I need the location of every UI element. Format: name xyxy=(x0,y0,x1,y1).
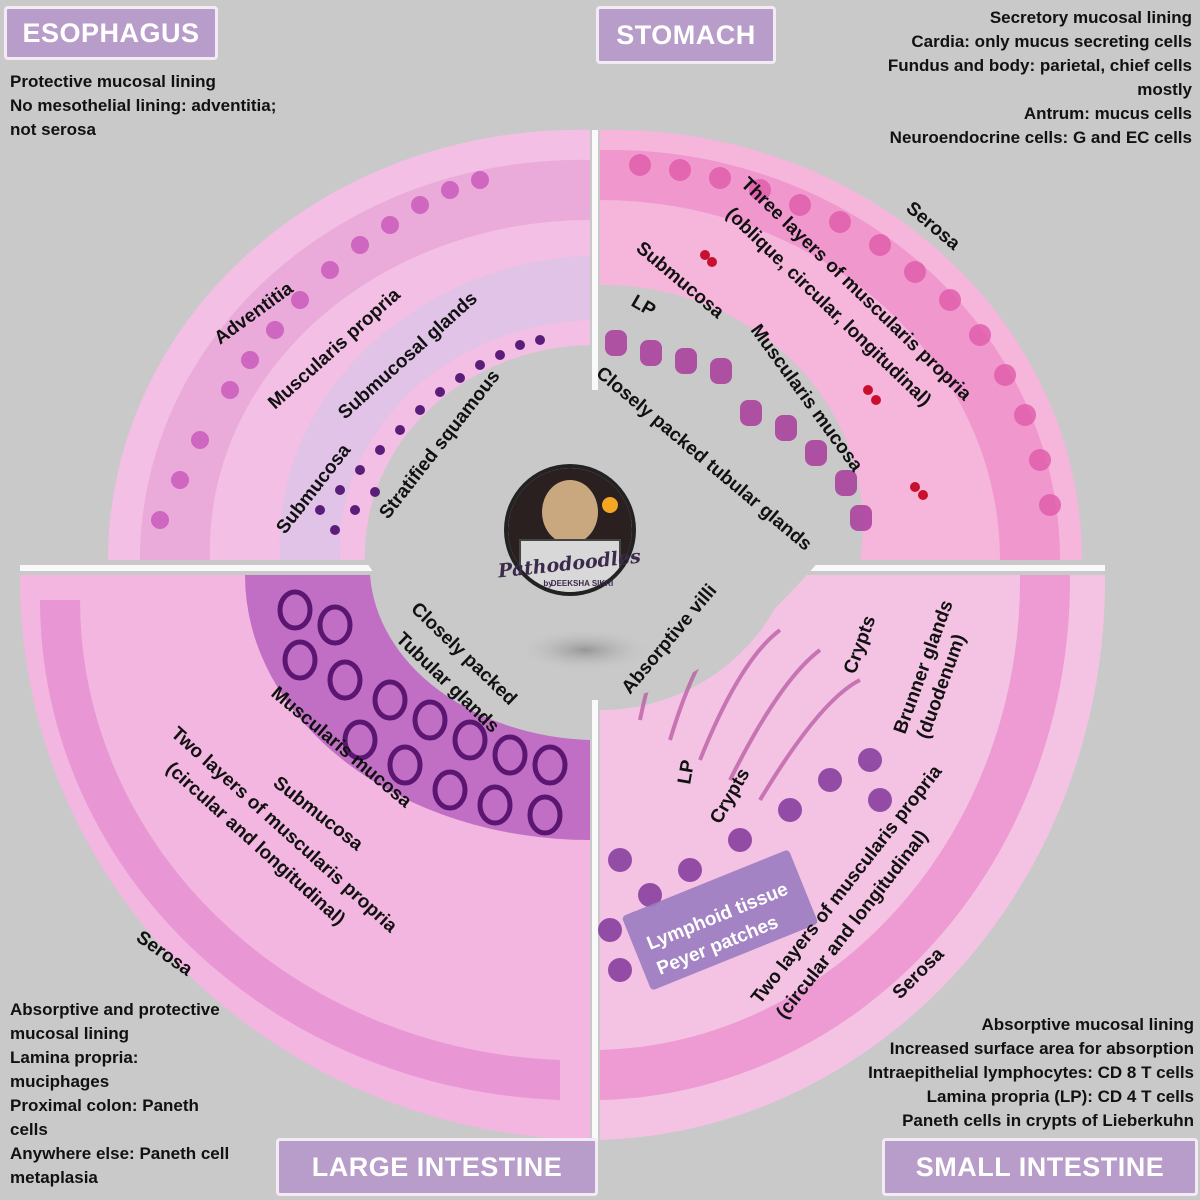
title-small-intestine: SMALL INTESTINE xyxy=(882,1138,1198,1196)
note-line: Antrum: mucus cells xyxy=(1023,104,1192,123)
notes-small-intestine: Absorptive mucosal lining Increased surf… xyxy=(868,1013,1194,1133)
note-line: metaplasia xyxy=(10,1168,98,1187)
note-line: mostly xyxy=(1137,80,1192,99)
logo-shadow xyxy=(515,628,655,672)
notes-stomach: Secretory mucosal lining Cardia: only mu… xyxy=(888,6,1192,150)
note-line: mucosal lining xyxy=(10,1024,130,1043)
note-line: Increased surface area for absorption xyxy=(889,1039,1194,1058)
title-stomach: STOMACH xyxy=(596,6,776,64)
note-line: Anywhere else: Paneth cell xyxy=(10,1144,230,1163)
esophagus-tissue xyxy=(107,129,590,561)
note-line: Fundus and body: parietal, chief cells xyxy=(887,56,1192,75)
note-line: Secretory mucosal lining xyxy=(989,8,1192,27)
note-line: No mesothelial lining: adventitia; xyxy=(10,96,277,115)
title-large-intestine: LARGE INTESTINE xyxy=(276,1138,598,1196)
note-line: cells xyxy=(10,1120,48,1139)
note-line: Lamina propria: xyxy=(10,1048,139,1067)
title-esophagus: ESOPHAGUS xyxy=(4,6,218,60)
logo-author: DEEKSHA SIKRI xyxy=(551,579,613,588)
note-line: Paneth cells in crypts of Lieberkuhn xyxy=(902,1111,1194,1130)
note-line: Absorptive mucosal lining xyxy=(981,1015,1194,1034)
note-line: Absorptive and protective xyxy=(10,1000,220,1019)
note-line: muciphages xyxy=(10,1072,110,1091)
label-lp-small: LP xyxy=(674,758,699,786)
small-intestine-tissue xyxy=(598,575,1106,1140)
note-line: Proximal colon: Paneth xyxy=(10,1096,199,1115)
notes-esophagus: Protective mucosal lining No mesothelial… xyxy=(10,70,276,142)
note-line: Intraepithelial lymphocytes: CD 8 T cell… xyxy=(868,1063,1194,1082)
large-intestine-tissue xyxy=(19,575,590,1140)
notes-large-intestine: Absorptive and protective mucosal lining… xyxy=(10,998,229,1190)
note-line: Cardia: only mucus secreting cells xyxy=(911,32,1192,51)
logo-by: by xyxy=(543,579,553,588)
note-line: Lamina propria (LP): CD 4 T cells xyxy=(926,1087,1194,1106)
label-lp-stomach: LP xyxy=(628,291,660,321)
note-line: not serosa xyxy=(10,120,96,139)
stomach-tissue xyxy=(600,129,1082,561)
note-line: Neuroendocrine cells: G and EC cells xyxy=(889,128,1192,147)
note-line: Protective mucosal lining xyxy=(10,72,216,91)
